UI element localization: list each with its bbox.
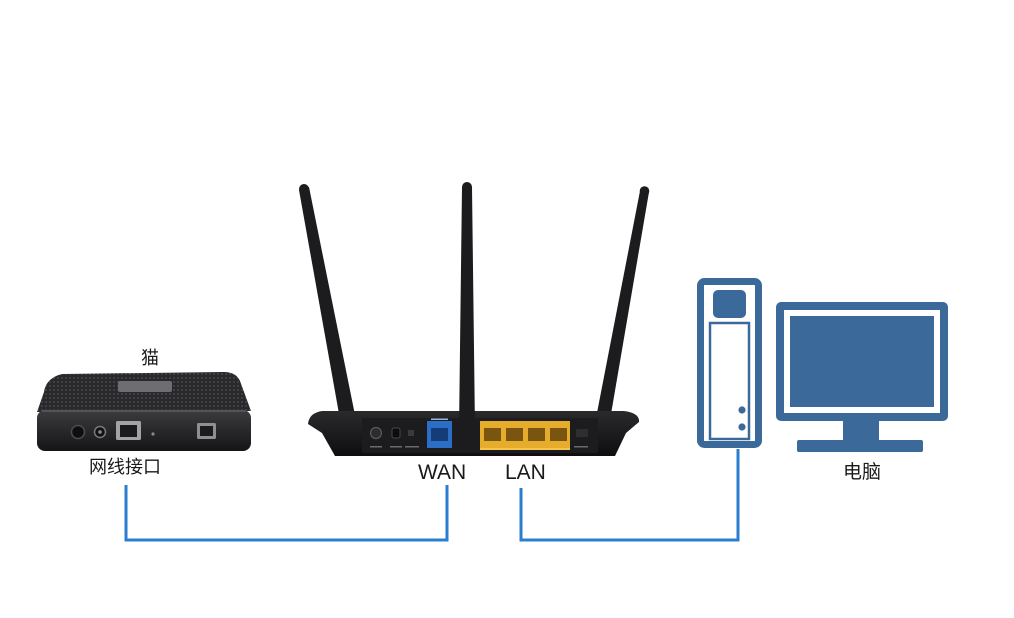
computer-tower: [697, 278, 762, 448]
computer-monitor: [776, 302, 948, 452]
lan-port-3: [528, 428, 545, 441]
tower-button-top: [738, 406, 746, 414]
lan-port-1: [484, 428, 501, 441]
modem-power-button: [70, 424, 86, 440]
router-antenna-right: [596, 186, 650, 420]
modem-front-panel: [37, 410, 251, 451]
modem-phone-port: [197, 423, 216, 439]
lan-ports: [480, 421, 570, 450]
modem-port-label: 网线接口: [89, 457, 161, 478]
wan-label: WAN: [418, 461, 466, 484]
lan-port-4: [550, 428, 567, 441]
tower-inner-panel: [708, 321, 751, 441]
wan-port: [427, 421, 452, 448]
lan-port-2: [506, 428, 523, 441]
router-reset-button: [408, 430, 414, 436]
router-usb-port: [576, 429, 588, 437]
tower-drive-bay: [713, 290, 746, 318]
modem-logo: [118, 381, 172, 392]
router-antenna-left: [299, 184, 356, 425]
router-antenna-middle: [459, 182, 475, 430]
lan-port-strip: [480, 448, 570, 450]
router-power-button: [369, 426, 383, 440]
router-port-markings: [370, 418, 588, 448]
cable-modem-to-wan: [124, 485, 449, 542]
lan-label: LAN: [505, 461, 546, 484]
modem-power-jack: [93, 425, 107, 439]
monitor-screen: [790, 316, 934, 407]
computer-label: 电脑: [843, 461, 881, 483]
cable-lan-to-computer: [519, 449, 740, 542]
wireless-router-icon: [299, 182, 650, 456]
monitor-stand-base: [797, 440, 923, 452]
modem-icon: [37, 372, 251, 451]
desktop-computer-icon: [697, 278, 948, 452]
modem-indicator-dot: [151, 432, 155, 436]
router-power-jack: [391, 427, 401, 439]
tower-button-bottom: [738, 423, 746, 431]
modem-label: 猫: [141, 348, 159, 369]
modem-ethernet-port: [116, 421, 141, 440]
monitor-stand-neck: [843, 420, 879, 442]
